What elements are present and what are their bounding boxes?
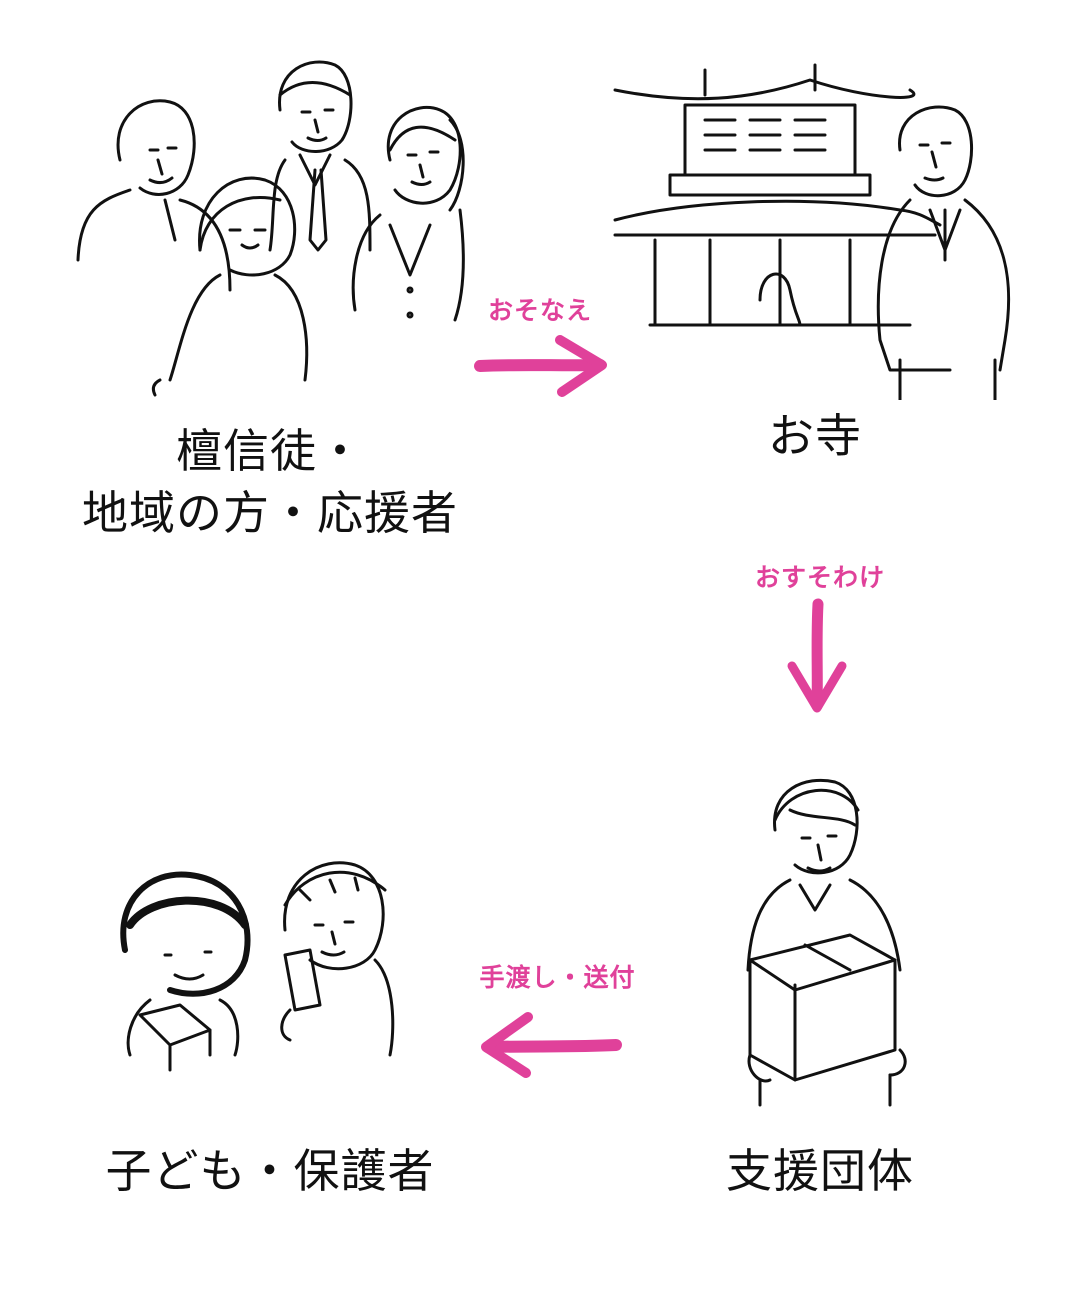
offering-arrow-icon [472,330,612,414]
supporters-label-line1: 檀信徒・ [176,424,364,478]
offering-flow-label: おそなえ [487,296,592,325]
support-group-illustration [730,770,920,1110]
delivery-arrow-icon [476,1005,626,1089]
supporters-illustration [70,50,470,400]
temple-label: お寺 [768,409,862,463]
supporters-label-line2: 地域の方・応援者 [82,486,458,540]
delivery-flow-label: 手渡し・送付 [479,963,636,992]
families-illustration [110,840,400,1080]
sharing-arrow-icon [780,596,850,725]
sharing-flow-label: おすそわけ [754,563,885,592]
families-label: 子ども・保護者 [105,1144,435,1198]
temple-illustration [610,60,1020,400]
supporters-label: 檀信徒・ 地域の方・応援者 [60,420,480,544]
support-group-label: 支援団体 [726,1144,914,1198]
